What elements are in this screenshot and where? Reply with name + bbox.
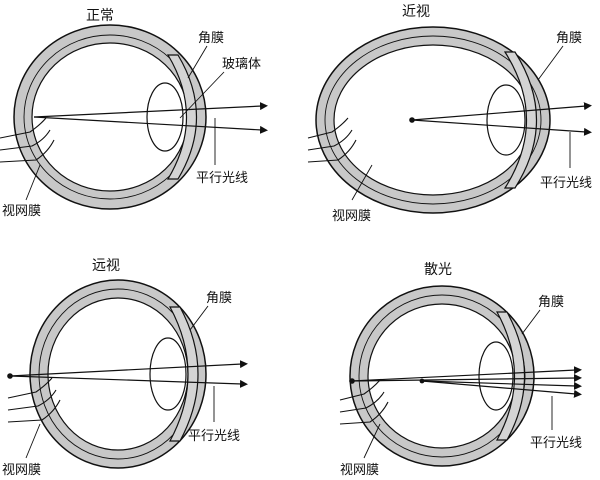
panel-myopia: 近视 角膜 平行光线 视网膜 xyxy=(307,4,592,224)
label-parallel-rays: 平行光线 xyxy=(188,429,240,444)
leader-cornea xyxy=(187,45,208,79)
ray-1 xyxy=(351,366,582,382)
label-parallel-rays: 平行光线 xyxy=(540,176,592,191)
light-rays-hyperopia xyxy=(7,360,248,388)
focal-point-near xyxy=(419,378,425,384)
leader-retina xyxy=(351,164,373,201)
ray-4 xyxy=(421,380,582,398)
leader-cornea xyxy=(521,309,541,335)
eyeball-myopia xyxy=(307,26,551,214)
cornea-shape xyxy=(168,306,199,442)
ray-lower xyxy=(411,119,592,136)
label-retina: 视网膜 xyxy=(340,463,379,478)
leader-cornea xyxy=(537,45,564,81)
focal-point xyxy=(409,117,415,123)
focal-point-far xyxy=(349,378,355,384)
lens-shape xyxy=(149,337,187,411)
label-cornea: 角膜 xyxy=(538,295,564,310)
lens-shape xyxy=(478,341,514,411)
label-cornea: 角膜 xyxy=(198,31,224,46)
label-retina: 视网膜 xyxy=(332,209,371,224)
leader-retina xyxy=(25,423,41,459)
panel-title-myopia: 近视 xyxy=(402,4,430,20)
focal-point xyxy=(7,373,13,379)
cornea-shape xyxy=(495,311,526,441)
eyeball-normal xyxy=(0,24,207,210)
label-retina: 视网膜 xyxy=(2,204,41,219)
panel-title-hyperopia: 远视 xyxy=(92,258,120,274)
panel-normal: 正常 角膜 玻璃体 平行光线 视网膜 xyxy=(0,8,268,219)
optic-nerve xyxy=(0,117,55,163)
leader-cornea xyxy=(189,305,209,331)
light-rays-astigmatism xyxy=(349,366,582,398)
ray-lower xyxy=(33,116,268,134)
ray-2 xyxy=(351,374,582,383)
ray-upper xyxy=(33,102,268,118)
label-cornea: 角膜 xyxy=(556,31,582,46)
optic-nerve xyxy=(339,379,389,425)
leader-retina xyxy=(25,164,41,201)
panel-title-normal: 正常 xyxy=(86,8,114,24)
choroid-line xyxy=(324,35,542,205)
panel-astigmatism: 散光 角膜 平行光线 视网膜 xyxy=(339,262,582,478)
light-rays-myopia xyxy=(409,102,592,136)
ray-upper xyxy=(9,360,248,377)
leader-vitreous xyxy=(179,71,225,119)
eyeball-astigmatism xyxy=(339,285,535,467)
ray-3 xyxy=(421,380,582,390)
label-parallel-rays: 平行光线 xyxy=(196,171,248,186)
cornea-shape xyxy=(166,54,198,180)
light-rays-normal xyxy=(33,102,268,134)
cornea-shape xyxy=(503,51,537,189)
panel-title-astigmatism: 散光 xyxy=(424,262,452,278)
label-retina: 视网膜 xyxy=(2,463,41,478)
lens-shape xyxy=(486,84,526,156)
label-vitreous: 玻璃体 xyxy=(222,57,261,72)
lens-shape xyxy=(146,82,184,152)
optic-nerve xyxy=(307,117,357,163)
label-cornea: 角膜 xyxy=(206,291,232,306)
ray-upper xyxy=(411,102,592,121)
eyeball-hyperopia xyxy=(7,279,207,469)
panel-hyperopia: 远视 角膜 平行光线 视网膜 xyxy=(2,258,248,478)
label-parallel-rays: 平行光线 xyxy=(530,436,582,451)
leader-retina xyxy=(363,423,381,459)
optic-nerve xyxy=(7,377,61,423)
ray-lower xyxy=(9,375,248,388)
